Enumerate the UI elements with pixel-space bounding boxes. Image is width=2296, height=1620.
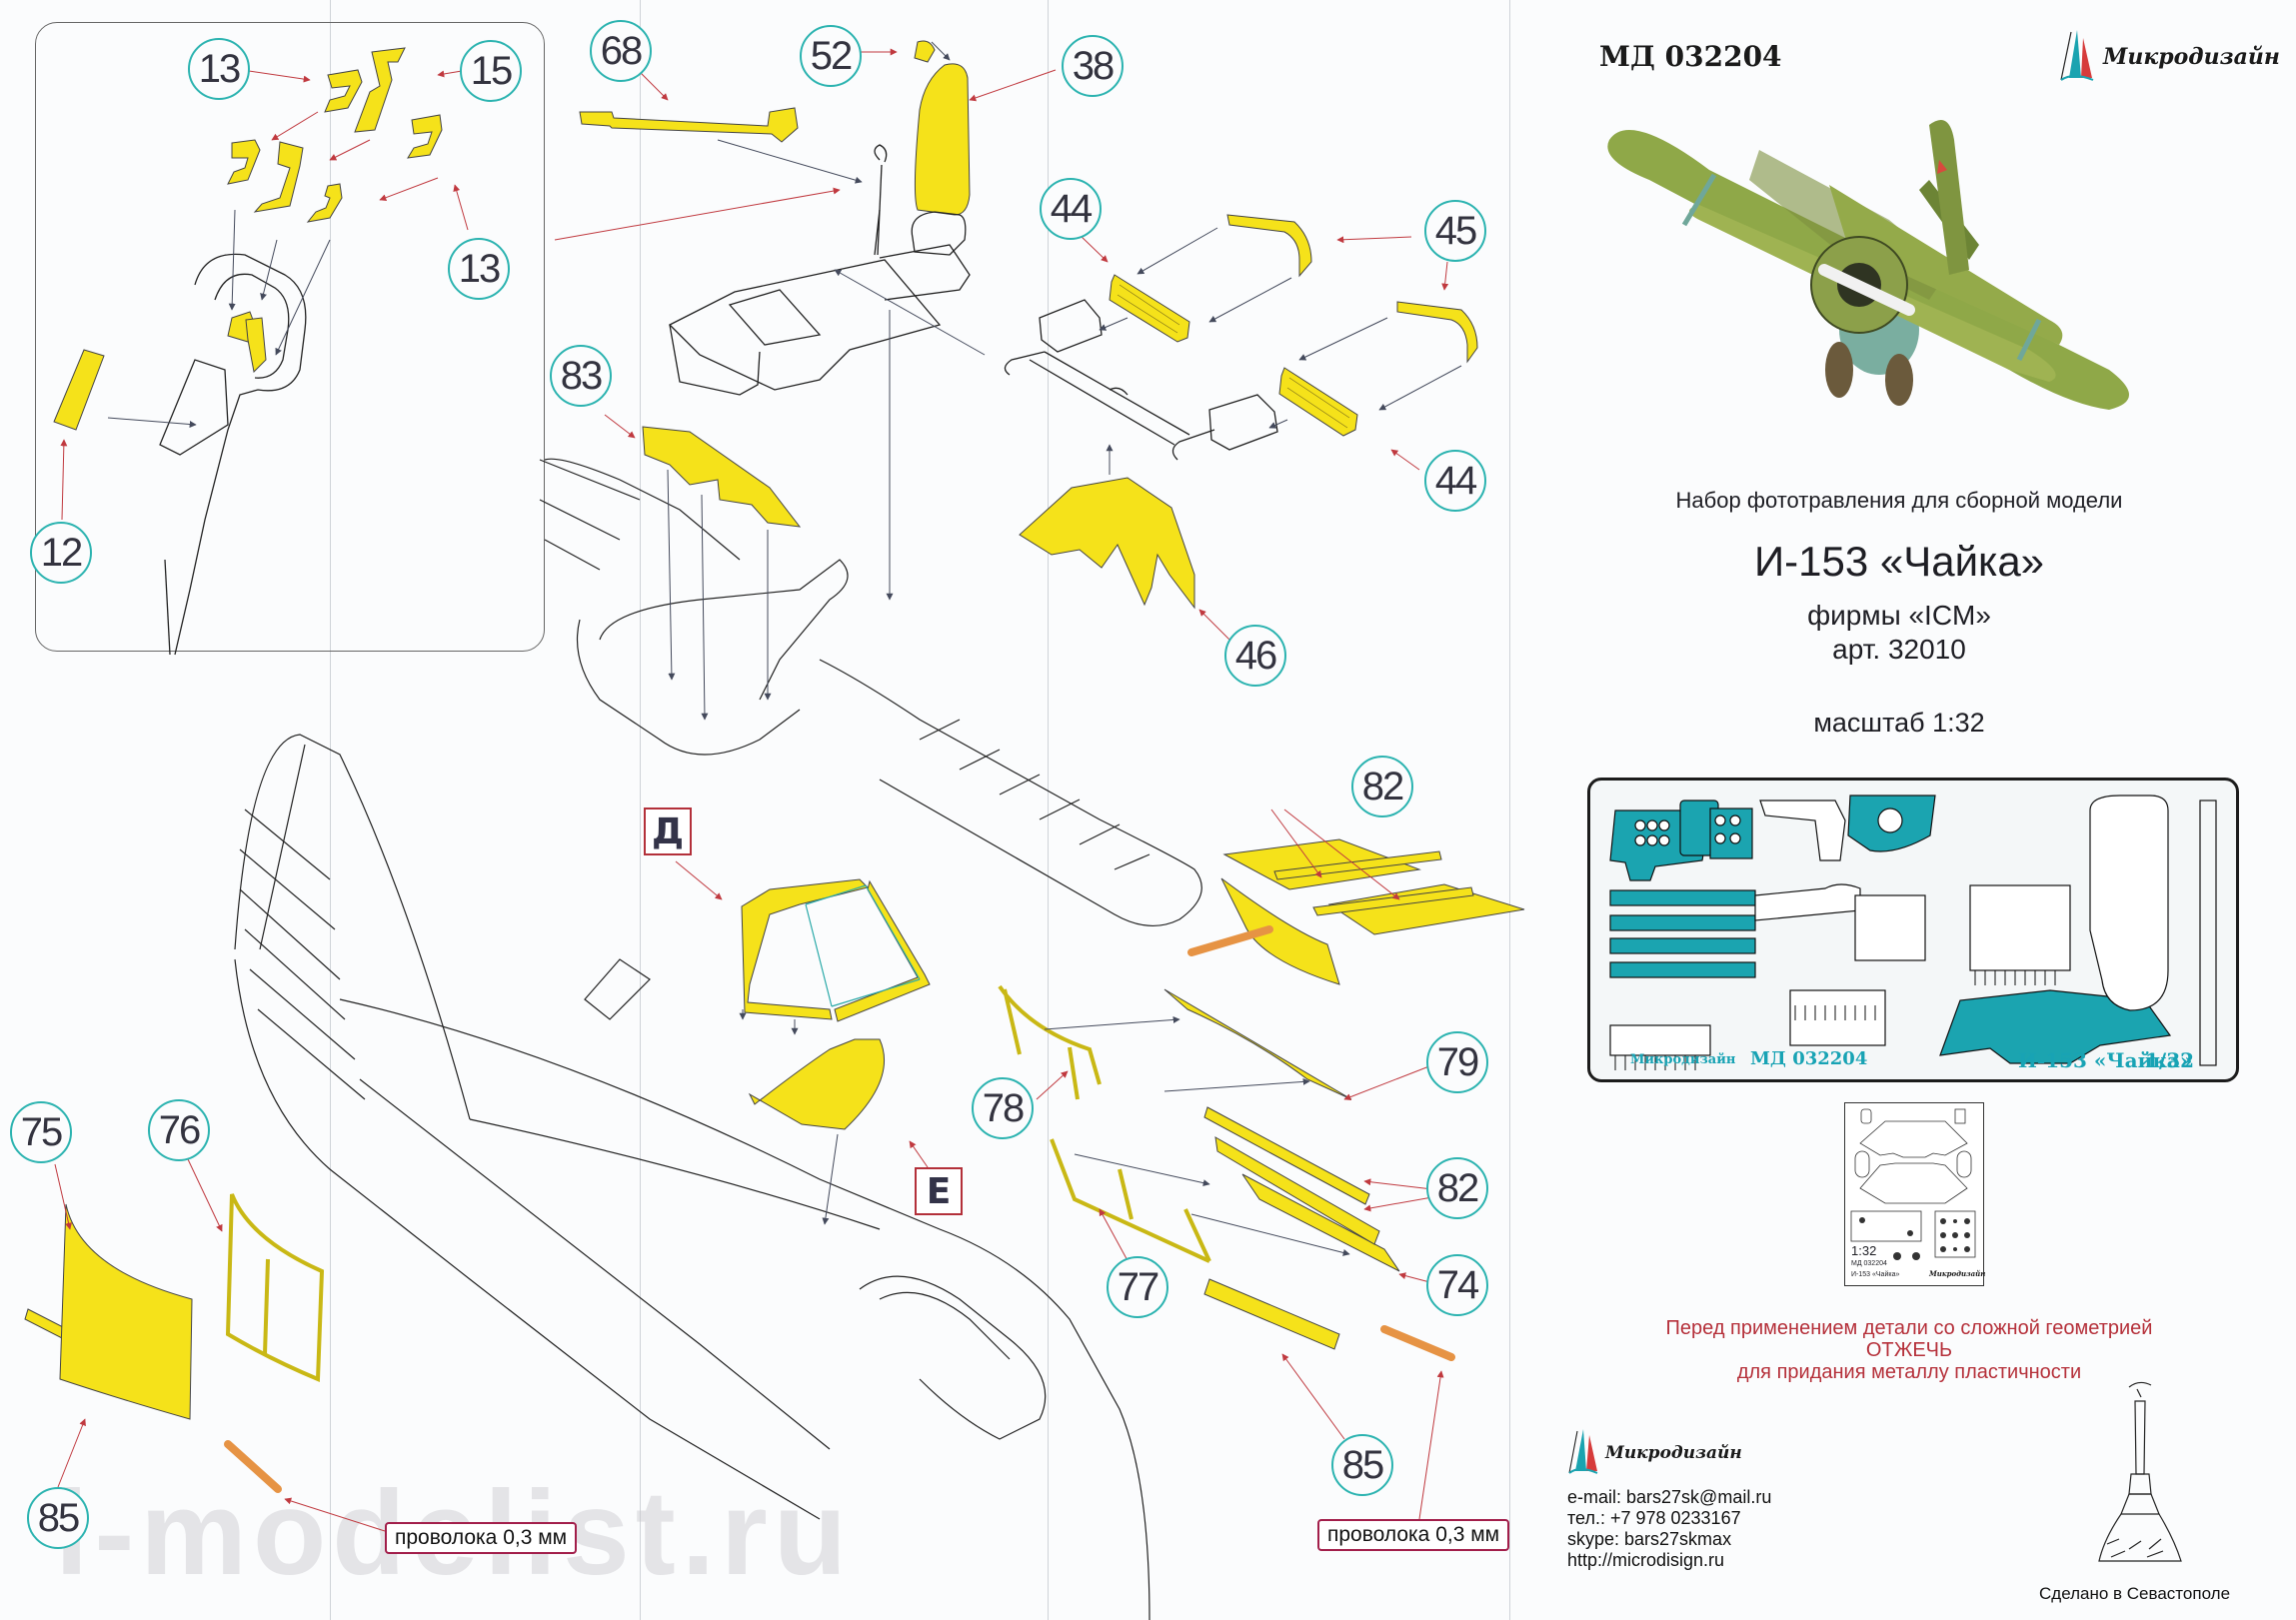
- annealing-warning: Перед применением детали со сложной геом…: [1579, 1317, 2239, 1383]
- pe-part-canopy-frame: [741, 878, 931, 1022]
- sail-logo-icon: [2060, 30, 2094, 81]
- callout-45: 45: [1424, 200, 1486, 262]
- fret-code: МД 032204: [1750, 1048, 1868, 1069]
- wire-label: проволока 0,3 мм: [1317, 1519, 1510, 1551]
- contact-skype: skype: bars27skmax: [1567, 1529, 1732, 1549]
- pe-part-44-mesh: [1117, 284, 1350, 429]
- contact-website[interactable]: http://microdisign.ru: [1567, 1550, 1725, 1570]
- pedal-bar-drawing: [1004, 299, 1278, 461]
- callout-82: 82: [1426, 1157, 1488, 1219]
- callout-77: 77: [1107, 1256, 1168, 1318]
- pe-part-44: [1109, 274, 1358, 437]
- control-stick-inset: [35, 22, 545, 652]
- callout-68: 68: [590, 20, 652, 82]
- callout-76: 76: [148, 1099, 210, 1161]
- callout-52: 52: [800, 25, 862, 87]
- pe-part-77-78-frames: [998, 984, 1211, 1263]
- pe-part-12: [53, 349, 105, 431]
- article-number: арт. 32010: [1832, 634, 1966, 665]
- subassembly-label-e: Е: [915, 1167, 963, 1215]
- callout-75: 75: [10, 1101, 72, 1163]
- callout-13: 13: [448, 238, 510, 300]
- fret-title: И-153 «Чайка»: [2018, 1048, 2193, 1072]
- pe-part-76: [225, 1193, 325, 1382]
- fuselage-drawing: [234, 734, 1150, 1620]
- film-code: МД 032204: [1851, 1260, 1887, 1267]
- assembly-diagram: [24, 40, 1525, 1620]
- warning-line: для придания металлу пластичности: [1736, 1361, 2082, 1383]
- callout-82: 82: [1351, 756, 1413, 817]
- film-parts: [1850, 1108, 1976, 1260]
- fret-scale: 1/32: [2145, 1048, 2195, 1072]
- pe-part-38-seat: [914, 63, 971, 216]
- callout-46: 46: [1224, 625, 1286, 687]
- product-code: МД 032204: [1599, 40, 1782, 73]
- warning-line: Перед применением детали со сложной геом…: [1665, 1317, 2153, 1339]
- pe-part-46: [1019, 477, 1195, 610]
- aircraft-photo: [1607, 120, 2129, 410]
- callout-85: 85: [27, 1487, 89, 1549]
- brand-logo: Микродизайн: [2059, 28, 2280, 86]
- wire-label: проволока 0,3 мм: [385, 1522, 578, 1554]
- callout-85: 85: [1331, 1434, 1393, 1496]
- fret-parts: [1609, 795, 2217, 1070]
- pe-part-75: [59, 1203, 193, 1420]
- pe-part-68-rudder-bar: [579, 107, 799, 143]
- contact-email[interactable]: e-mail: bars27sk@mail.ru: [1567, 1487, 1772, 1507]
- footer-brand: Микродизайн: [1567, 1427, 1742, 1479]
- fold-line: [640, 0, 641, 1620]
- brand-name: Микродизайн: [1605, 1443, 1742, 1463]
- contact-phone: тел.: +7 978 0233167: [1567, 1508, 1741, 1528]
- cockpit-floor-drawing: [668, 144, 971, 396]
- wire-rod: [224, 925, 1455, 1493]
- callout-38: 38: [1062, 35, 1124, 97]
- control-stick-drawing: [159, 253, 307, 656]
- fold-line: [1048, 0, 1049, 1620]
- fret-brand: Микродизайн: [1630, 1052, 1736, 1067]
- made-in-label: Сделано в Севастополе: [2039, 1584, 2231, 1603]
- film-title: И-153 «Чайка»: [1851, 1271, 1900, 1278]
- subassembly-label-d: Д: [644, 808, 692, 855]
- callout-79: 79: [1426, 1031, 1488, 1093]
- film-brand: Микродизайн: [1929, 1269, 1986, 1278]
- pe-part-windscreen-panel: [748, 1038, 886, 1130]
- film-scale: 1:32: [1851, 1243, 1877, 1258]
- pe-part-83: [642, 426, 802, 528]
- callout-44: 44: [1424, 450, 1486, 512]
- pe-part-13: [227, 47, 443, 374]
- callout-15: 15: [460, 40, 522, 102]
- callout-12: 12: [30, 522, 92, 584]
- contact-info: e-mail: bars27sk@mail.ru тел.: +7 978 02…: [1567, 1487, 1771, 1571]
- fold-line: [330, 0, 331, 1620]
- callout-83: 83: [550, 345, 612, 407]
- callout-44: 44: [1040, 178, 1102, 240]
- sail-logo-icon: [1568, 1429, 1598, 1474]
- warning-emphasis: ОТЖЕЧЬ: [1865, 1339, 1953, 1361]
- model-name: И-153 «Чайка»: [1753, 538, 2045, 585]
- pe-part-45: [1226, 214, 1478, 364]
- manufacturer: фирмы «ICM»: [1807, 600, 1991, 631]
- photo-etch-fret: Микродизайн МД 032204 И-153 «Чайка» 1/32: [1587, 778, 2239, 1082]
- pe-part-52: [914, 40, 936, 63]
- sevastopol-monument-icon: [2098, 1381, 2182, 1562]
- wing-drawing: [539, 458, 1202, 927]
- brand-name: Микродизайн: [2103, 44, 2280, 70]
- scale-label: масштаб 1:32: [1813, 708, 1985, 738]
- fold-line: [1509, 0, 1510, 1620]
- callout-13: 13: [188, 38, 250, 100]
- callout-74: 74: [1426, 1254, 1488, 1316]
- pe-part-aileron-skins: [1163, 838, 1525, 1272]
- kit-subtitle: Набор фототравления для сборной модели: [1675, 488, 2123, 513]
- acetate-film-sheet: 1:32 МД 032204 И-153 «Чайка» Микродизайн: [1844, 1102, 1986, 1286]
- callout-78: 78: [972, 1077, 1034, 1139]
- canopy-glass: [805, 884, 921, 1007]
